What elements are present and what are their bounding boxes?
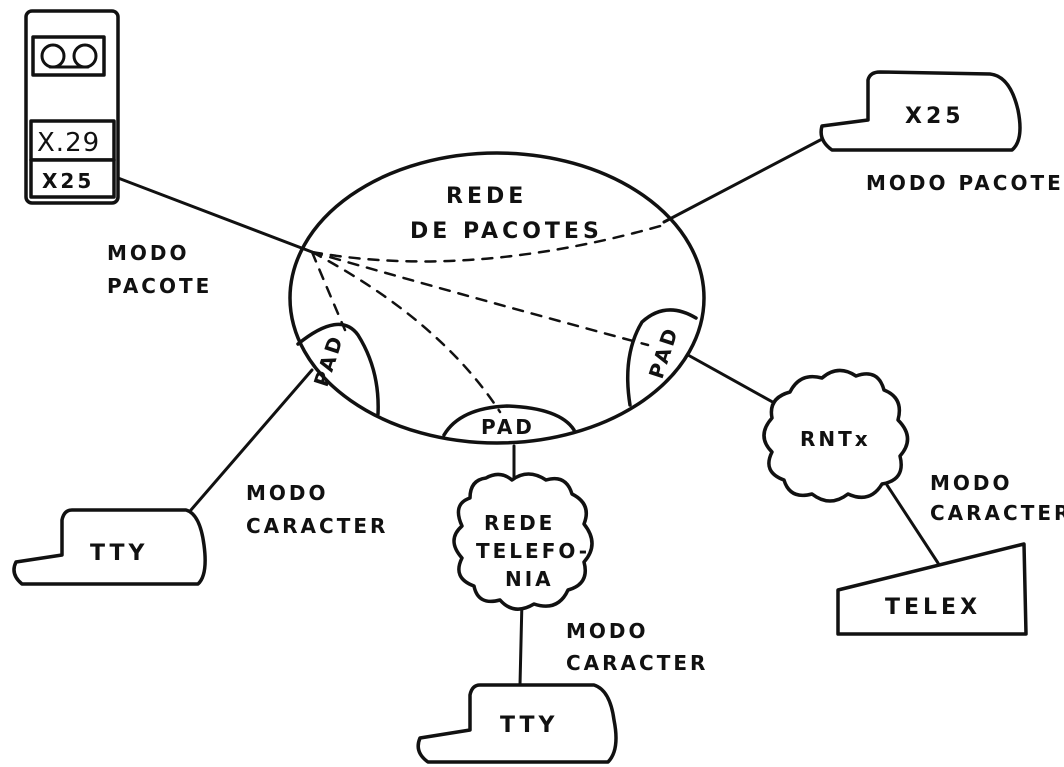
- tty-left-mode-line1: MODO: [246, 481, 329, 505]
- packet-network: REDE DE PACOTES PAD PAD PAD: [288, 151, 706, 445]
- tty-left-label: TTY: [90, 541, 148, 566]
- telex-terminal: TELEX: [836, 542, 1028, 636]
- rntx-network: RNTx: [762, 368, 910, 503]
- tty-bottom-mode-line1: MODO: [566, 619, 649, 643]
- link-telephony-tty: [518, 598, 524, 687]
- virtual-circuit-pad-bottom: [310, 250, 502, 414]
- pad-right-label: PAD: [644, 323, 683, 382]
- virtual-circuit-pad-right: [310, 250, 650, 347]
- tty-bottom-label: TTY: [500, 713, 558, 738]
- virtual-circuit-pad-left: [310, 250, 347, 332]
- tty-left-terminal: TTY: [12, 508, 207, 586]
- rntx-label: RNTx: [800, 427, 871, 451]
- host-mode-label-line1: MODO: [107, 241, 190, 265]
- tape-reel-icon: [31, 35, 106, 77]
- telex-label: TELEX: [885, 595, 981, 620]
- telex-mode-line2: CARACTER: [930, 501, 1064, 525]
- telephony-label-line2: TELEFO-: [476, 539, 590, 563]
- tty-left-mode-line2: CARACTER: [246, 514, 388, 538]
- x25-terminal: X25: [819, 70, 1022, 152]
- pad-bottom-label: PAD: [481, 415, 535, 439]
- pad-left-shape: [296, 322, 380, 416]
- virtual-circuit-x25: [310, 223, 666, 263]
- network-title-line1: REDE: [446, 184, 527, 209]
- telex-mode-line1: MODO: [930, 471, 1013, 495]
- telephony-label-line1: REDE: [484, 511, 555, 535]
- tty-bottom-body: [416, 683, 618, 764]
- virtual-circuits: [310, 223, 666, 414]
- link-host-network: [116, 176, 314, 254]
- host-protocol-box-top: [29, 119, 116, 162]
- telephony-label-line3: NIA: [505, 567, 554, 591]
- link-x25-network: [662, 135, 828, 224]
- pad-left-label: PAD: [309, 331, 348, 390]
- link-pad-left-tty: [176, 368, 314, 527]
- telephony-cloud: [452, 472, 594, 611]
- x25-terminal-body: [819, 70, 1022, 152]
- link-rntx-telex: [885, 483, 940, 565]
- x25-terminal-label: X25: [905, 104, 965, 129]
- network-title-line2: DE PACOTES: [410, 219, 603, 244]
- host-computer: X.29 X25: [24, 9, 120, 205]
- telex-body: [836, 542, 1028, 636]
- pad-bottom-shape: [442, 404, 576, 437]
- host-protocol-x25: X25: [42, 169, 94, 193]
- tty-left-body: [12, 508, 207, 586]
- packet-network-boundary: [288, 151, 706, 445]
- link-pad-right-rntx: [686, 353, 780, 407]
- host-protocol-box-bottom: [29, 158, 116, 199]
- rntx-cloud: [762, 368, 910, 503]
- host-mode-label-line2: PACOTE: [107, 274, 212, 298]
- host-protocol-x29: X.29: [37, 128, 100, 158]
- pad-right-shape: [625, 308, 698, 407]
- x25-mode-label: MODO PACOTE: [866, 171, 1064, 195]
- tty-bottom-mode-line2: CARACTER: [566, 651, 708, 675]
- tty-bottom-terminal: TTY: [416, 683, 618, 764]
- telephony-network: REDE TELEFO- NIA: [452, 472, 594, 611]
